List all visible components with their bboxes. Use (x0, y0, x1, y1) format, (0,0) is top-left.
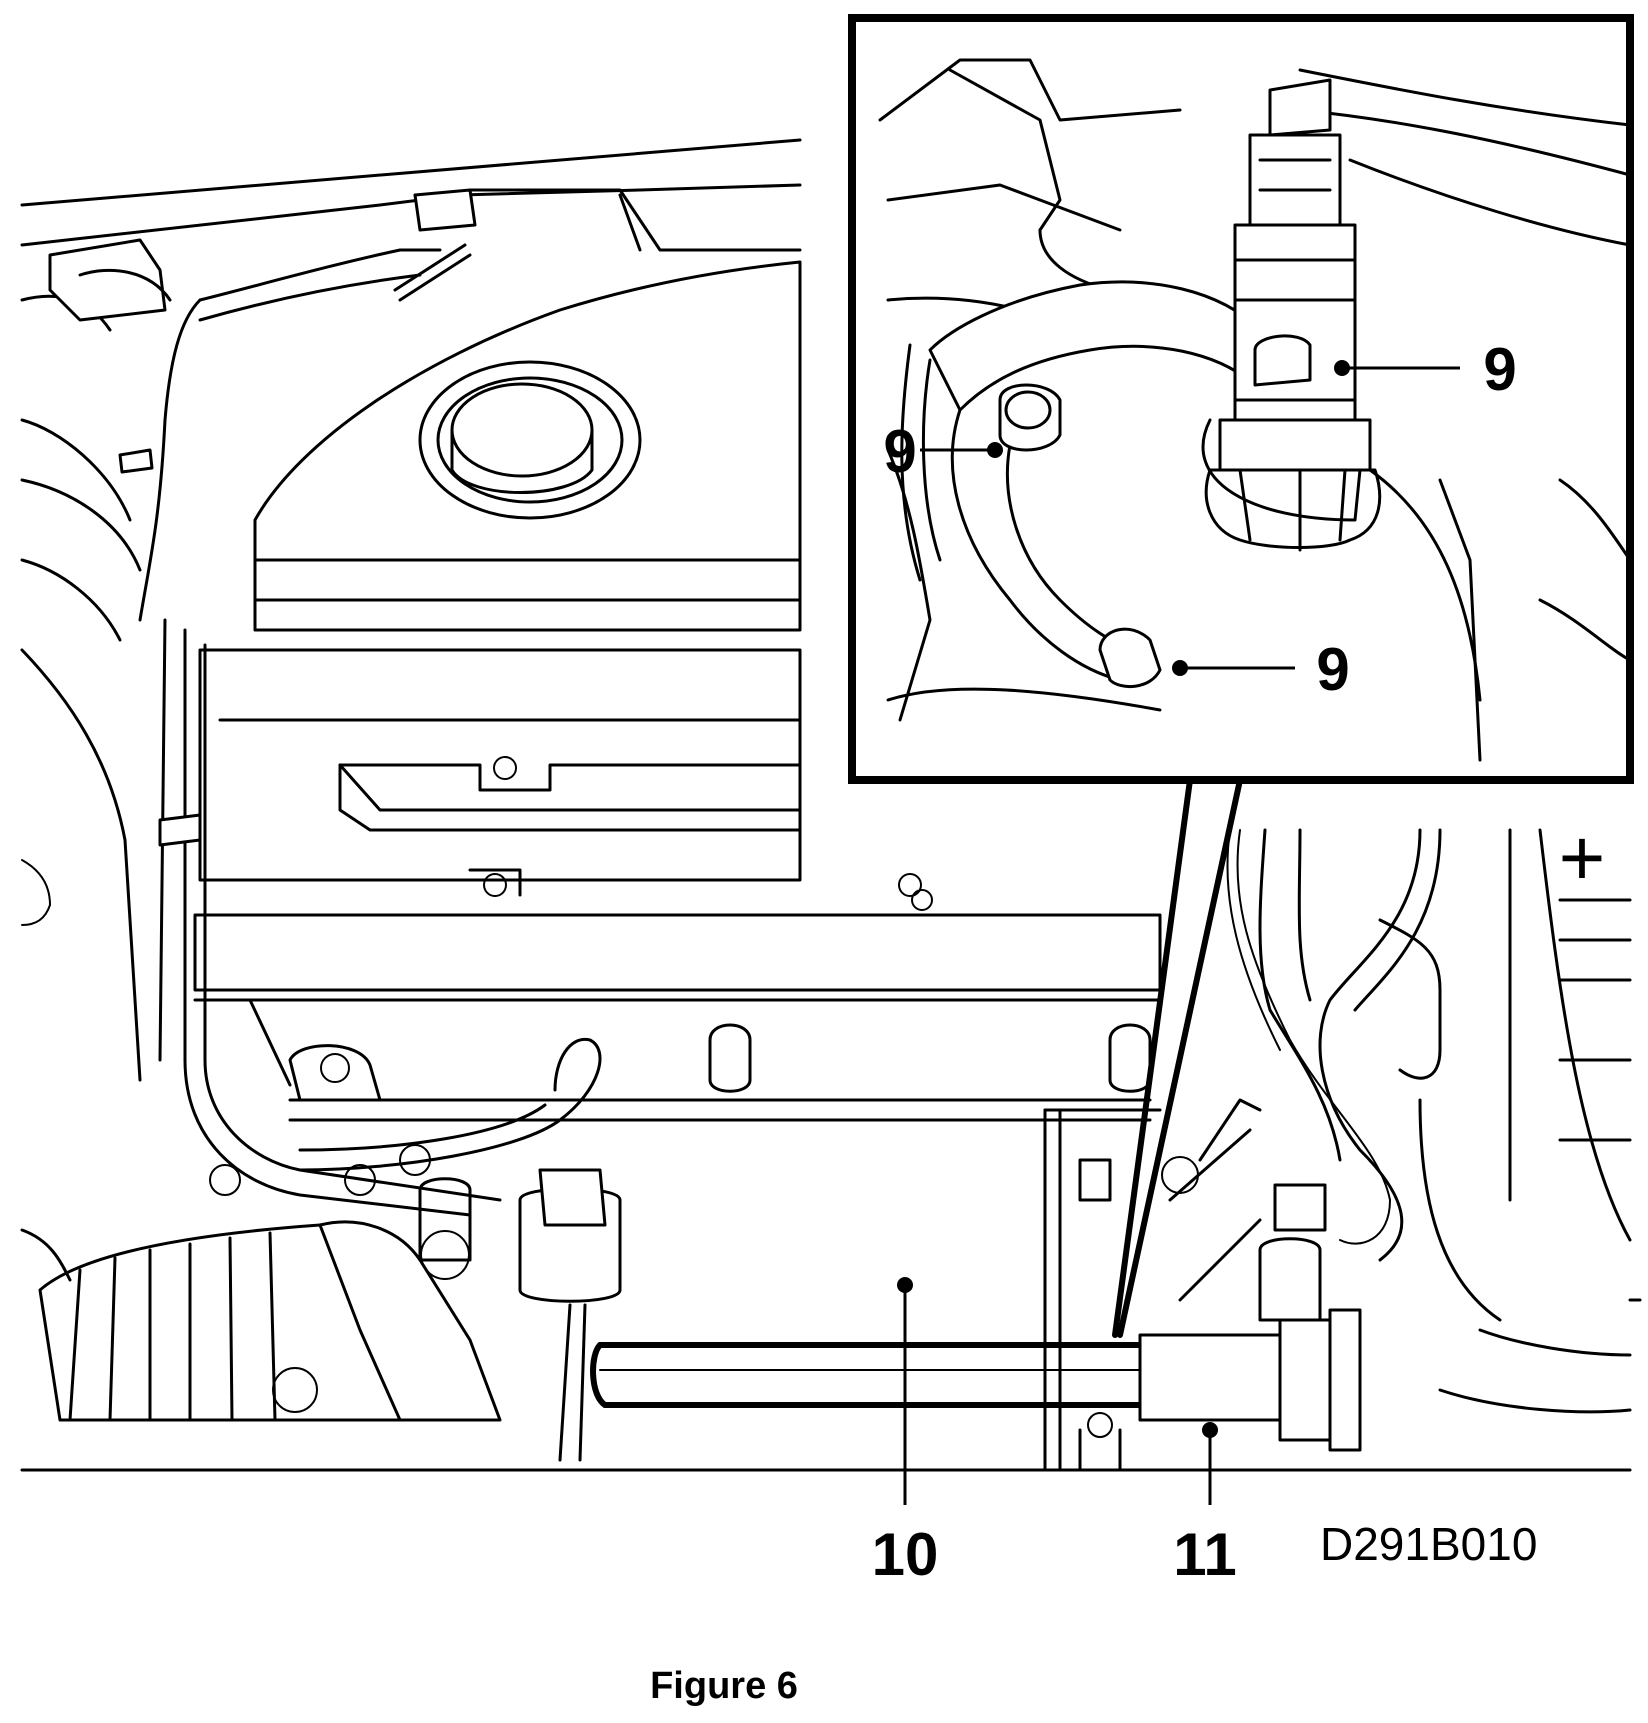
callout-9-sensor: 9 (1483, 336, 1516, 403)
battery-plus-symbol: + (1559, 813, 1606, 902)
callout-leaders (897, 360, 1460, 1505)
callout-11: 11 (1173, 1521, 1236, 1588)
drawing-code: D291B010 (1320, 1518, 1537, 1570)
callout-9-nut: 9 (883, 418, 916, 485)
figure-caption: Figure 6 (650, 1665, 798, 1707)
engine-bay-linework: + (20, 138, 1642, 1472)
inset-detail (848, 14, 1634, 1338)
callout-10: 10 (872, 1521, 939, 1588)
callout-9-pipe-end: 9 (1316, 636, 1349, 703)
